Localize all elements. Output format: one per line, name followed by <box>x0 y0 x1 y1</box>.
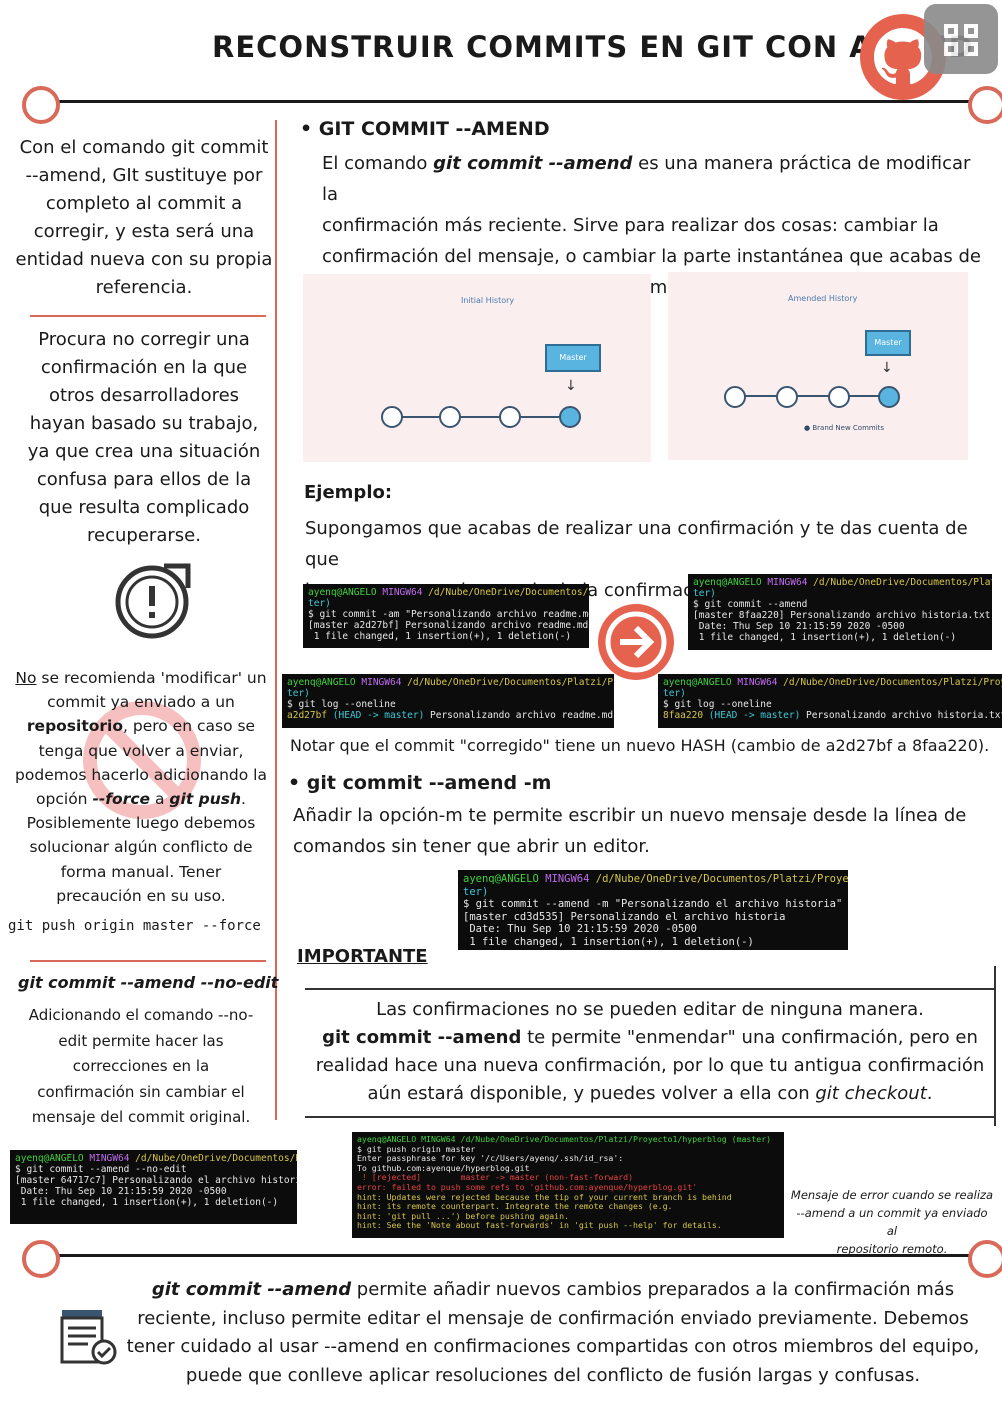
forbidden-icon <box>82 700 202 820</box>
summary-text: git commit --amend permite añadir nuevos… <box>126 1279 980 1386</box>
commit-node <box>828 386 850 408</box>
important-right-rule <box>994 966 996 1126</box>
commit-node-head <box>559 406 581 428</box>
sidebar-para-4: Adicionando el comando --no-edit permite… <box>28 1006 254 1126</box>
footer-circle-left <box>22 1240 60 1278</box>
important-bottom-rule <box>305 1116 995 1118</box>
important-title: IMPORTANTE <box>297 946 428 967</box>
commit-node <box>776 386 798 408</box>
sidebar-para-3: No se recomienda 'modificar' un commit y… <box>15 669 267 905</box>
header-rule <box>30 100 995 103</box>
hash-note: Notar que el commit "corregido" tiene un… <box>290 736 990 755</box>
footer-rule <box>30 1254 995 1257</box>
header-circle-left <box>22 86 60 124</box>
down-arrow-icon: ↓ <box>881 360 893 376</box>
important-top-rule <box>305 988 995 990</box>
terminal-commit-am: ayenq@ANGELO MINGW64 /d/Nube/OneDrive/Do… <box>303 584 589 648</box>
diagram-amended-history: Amended History Master ↓ ● Brand New Com… <box>668 272 968 460</box>
checklist-icon <box>56 1306 118 1366</box>
sidebar-divider <box>275 120 277 1120</box>
retry-icon <box>112 560 194 642</box>
master-label: Master <box>865 330 911 356</box>
section2-text: Añadir la opción-m te permite escribir u… <box>293 805 967 857</box>
commit-node <box>381 406 403 428</box>
down-arrow-icon: ↓ <box>565 378 577 394</box>
important-text: Las confirmaciones no se pueden editar d… <box>315 999 985 1104</box>
commit-node <box>439 406 461 428</box>
section1-heading: • GIT COMMIT --AMEND <box>300 118 550 140</box>
example-title: Ejemplo: <box>304 482 393 503</box>
diagram-initial-history: Initial History Master ↓ <box>303 274 651 462</box>
header-circle-right <box>968 86 1002 124</box>
section2-heading: • git commit --amend -m <box>288 772 552 794</box>
commit-node <box>724 386 746 408</box>
legend: ● Brand New Commits <box>804 424 885 432</box>
terminal-log-before: ayenq@ANGELO MINGW64 /d/Nube/OneDrive/Do… <box>282 674 614 728</box>
terminal-log-after: ayenq@ANGELO MINGW64 /d/Nube/OneDrive/Do… <box>658 674 1002 728</box>
sidebar-sep-2 <box>30 960 266 962</box>
page-title: RECONSTRUIR COMMITS EN GIT CON AMEND <box>212 30 974 64</box>
error-note: Mensaje de error cuando se realiza--amen… <box>790 1188 994 1256</box>
sidebar-sep-1 <box>30 315 266 317</box>
terminal-commit-amend: ayenq@ANGELO MINGW64 /d/Nube/OneDrive/Do… <box>688 574 992 650</box>
terminal-push-error: ayenq@ANGELO MINGW64 /d/Nube/OneDrive/Do… <box>352 1132 784 1238</box>
commit-node <box>499 406 521 428</box>
commit-node-new <box>878 386 900 408</box>
terminal-amend-m: ayenq@ANGELO MINGW64 /d/Nube/OneDrive/Do… <box>458 870 848 950</box>
push-force-command: git push origin master --force <box>8 918 261 934</box>
terminal-no-edit: ayenq@ANGELO MINGW64 /d/Nube/OneDrive/Do… <box>10 1150 297 1224</box>
noedit-title: git commit --amend --no-edit <box>18 973 279 992</box>
footer-circle-right <box>968 1240 1002 1278</box>
master-label: Master <box>545 344 601 372</box>
grid-icon[interactable] <box>924 4 998 74</box>
sidebar-para-1: Con el comando git commit--amend, GIt su… <box>15 137 273 298</box>
arrow-right-icon <box>598 604 674 680</box>
